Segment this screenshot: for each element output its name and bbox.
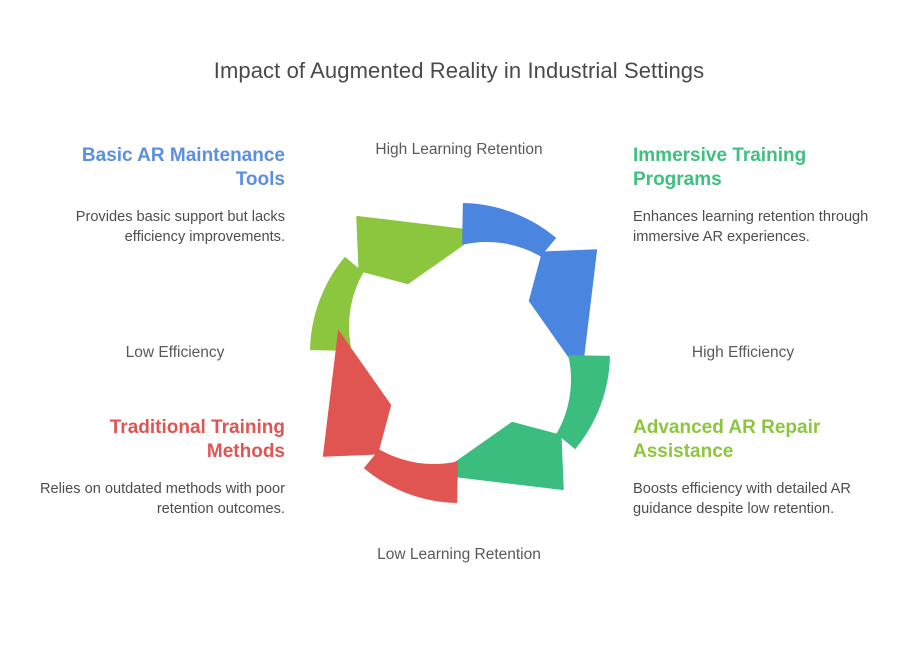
axis-label-right: High Efficiency <box>691 344 795 361</box>
quadrant-bottom-right: Advanced AR Repair Assistance Boosts eff… <box>633 416 888 520</box>
cycle-arrow-bottom-right: Advanced AR Repair Assistance <box>436 355 610 491</box>
quadrant-top-right-description: Enhances learning retention through imme… <box>633 208 869 246</box>
quadrant-top-right: Immersive Training Programs Enhances lea… <box>633 144 888 248</box>
quadrant-top-left: Basic AR Maintenance Tools Provides basi… <box>30 144 285 248</box>
cycle-arrow-bottom-left: Traditional Training Methods <box>322 329 458 503</box>
axis-label-top: High Learning Retention <box>375 141 543 158</box>
quadrant-bottom-right-description: Boosts efficiency with detailed AR guida… <box>633 480 851 518</box>
quadrant-top-left-title: Basic AR Maintenance Tools <box>81 145 285 191</box>
cycle-arrow-top-left: Basic AR Maintenance Tools <box>310 215 484 351</box>
quadrant-bottom-right-title: Advanced AR Repair Assistance <box>633 417 821 463</box>
quadrant-bottom-left: Traditional Training Methods Relies on o… <box>30 416 285 520</box>
cycle-arrow-top-right: Immersive Training Programs <box>462 203 598 377</box>
cycle-arrow-diagram: Basic AR Maintenance ToolsImmersive Trai… <box>310 203 610 503</box>
quadrant-bottom-left-description: Relies on outdated methods with poor ret… <box>39 480 285 518</box>
axis-label-bottom: Low Learning Retention <box>377 546 541 563</box>
page-title: Impact of Augmented Reality in Industria… <box>213 58 705 83</box>
quadrant-top-right-title: Immersive Training Programs <box>633 145 807 191</box>
axis-label-left: Low Efficiency <box>125 344 225 361</box>
quadrant-top-left-description: Provides basic support but lacks efficie… <box>75 208 285 246</box>
quadrant-bottom-left-title: Traditional Training Methods <box>109 417 285 463</box>
